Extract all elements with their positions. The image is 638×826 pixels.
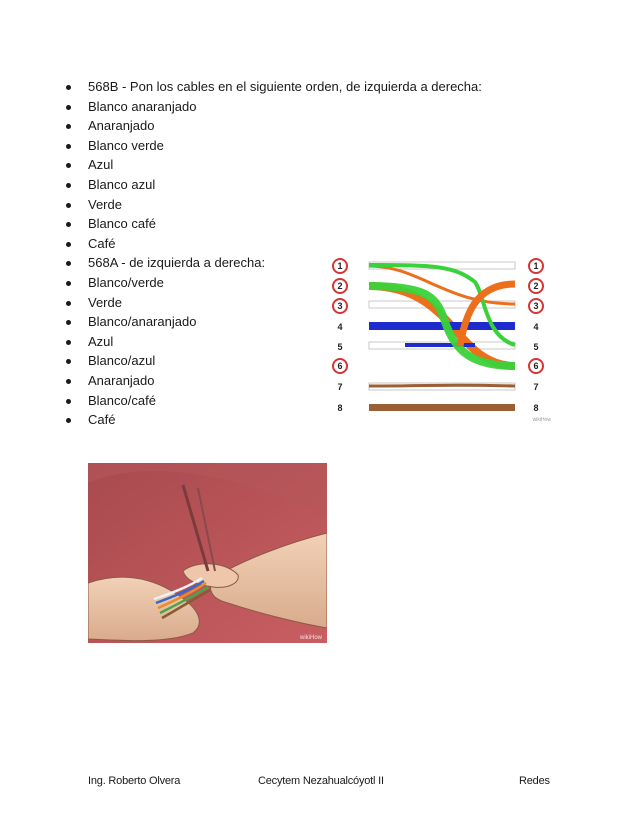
pin-circle <box>528 258 544 274</box>
photo-watermark: wikiHow <box>299 635 323 641</box>
wire-blue <box>369 322 515 330</box>
bullet-icon <box>66 300 71 306</box>
footer-school: Cecytem Nezahualcóyotl II <box>258 775 384 787</box>
left-pins: 1 2 3 4 5 6 7 8 <box>332 258 348 413</box>
list-item: Azul <box>62 332 482 352</box>
bullet-icon <box>66 124 71 130</box>
pin-number: 1 <box>533 261 538 271</box>
list-item: Blanco café <box>62 214 482 234</box>
pin-number: 8 <box>337 403 342 413</box>
right-pins: 1 2 3 4 5 6 7 8 <box>528 258 544 413</box>
bullet-icon <box>66 202 71 208</box>
list-item: Anaranjado <box>62 371 482 391</box>
list-item: 568B - Pon los cables en el siguiente or… <box>62 77 482 97</box>
bullet-icon <box>66 104 71 110</box>
pin-circle <box>528 358 544 374</box>
footer-subject: Redes <box>519 775 550 787</box>
pin-number: 6 <box>337 361 342 371</box>
wire-brown <box>369 404 515 411</box>
bullet-icon <box>66 182 71 188</box>
pin-circle <box>528 298 544 314</box>
pin-number: 2 <box>533 281 538 291</box>
list-item: Verde <box>62 293 482 313</box>
pin-number: 4 <box>533 322 538 332</box>
wire-green <box>368 282 516 370</box>
ripcord <box>197 487 216 572</box>
pin-number: 2 <box>337 281 342 291</box>
pin-circle <box>528 278 544 294</box>
pin-number: 6 <box>533 361 538 371</box>
wire-orange-right <box>456 280 516 347</box>
right-hand <box>210 532 327 629</box>
list-item: Blanco/café <box>62 391 482 411</box>
bullet-icon <box>66 222 71 228</box>
list-item: Azul <box>62 155 482 175</box>
bullet-icon <box>66 241 71 247</box>
pin-number: 3 <box>533 301 538 311</box>
surface-curve <box>88 463 327 518</box>
pin-number: 5 <box>533 342 538 352</box>
pin-circle <box>332 298 348 314</box>
bullet-icon <box>66 359 71 365</box>
bullet-icon <box>66 143 71 149</box>
list-item: Café <box>62 234 482 254</box>
pin-number: 5 <box>337 342 342 352</box>
wire-brown-stripe <box>368 383 516 388</box>
bullet-icon <box>66 280 71 286</box>
list-item: Blanco verde <box>62 136 482 156</box>
list-item: Verde <box>62 195 482 215</box>
pin-circle <box>332 358 348 374</box>
wiring-order-list: 568B - Pon los cables en el siguiente or… <box>62 77 482 430</box>
bullet-icon <box>66 163 71 169</box>
pin-number: 1 <box>337 261 342 271</box>
bullet-icon <box>66 378 71 384</box>
list-item: Café <box>62 410 482 430</box>
hands-stripping-cable-photo: wikiHow <box>88 463 327 643</box>
pin-number: 3 <box>337 301 342 311</box>
diagram-watermark: wikiHow <box>533 417 552 423</box>
twisted-pairs <box>153 576 211 620</box>
bullet-icon <box>66 261 71 267</box>
cable-jacket <box>181 484 210 572</box>
list-item: Blanco azul <box>62 175 482 195</box>
footer-author: Ing. Roberto Olvera <box>88 775 181 787</box>
list-item: Blanco/verde <box>62 273 482 293</box>
pin-number: 7 <box>337 382 342 392</box>
list-item: Anaranjado <box>62 116 482 136</box>
pin-circle <box>332 258 348 274</box>
list-item: Blanco/azul <box>62 351 482 371</box>
bullet-icon <box>66 418 71 424</box>
bullet-icon <box>66 320 71 326</box>
wire-orange-stripe <box>368 264 516 306</box>
pin-number: 4 <box>337 322 342 332</box>
bullet-icon <box>66 339 71 345</box>
pin-circle <box>332 278 348 294</box>
list-item: 568A - de izquierda a derecha: <box>62 253 482 273</box>
bullet-icon <box>66 85 71 90</box>
list-item: Blanco/anaranjado <box>62 312 482 332</box>
pin-number: 8 <box>533 403 538 413</box>
crossover-cable-diagram: 1 2 3 4 5 6 7 8 1 2 3 4 5 6 7 8 wikiHow <box>332 258 552 423</box>
list-item: Blanco anaranjado <box>62 97 482 117</box>
bullet-icon <box>66 398 71 404</box>
pin-number: 7 <box>533 382 538 392</box>
wire-green-stripe <box>368 263 516 347</box>
